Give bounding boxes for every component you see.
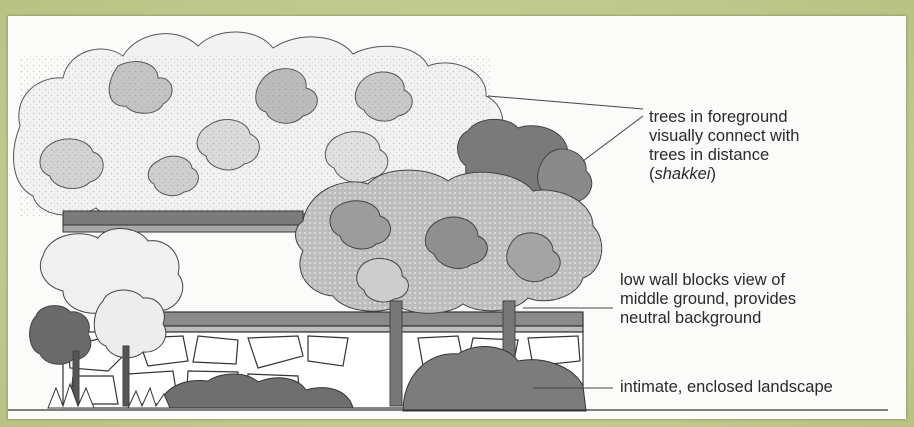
shakkei-line-1: trees in foreground	[649, 108, 799, 127]
landscape-annotation: intimate, enclosed landscape	[620, 378, 833, 397]
wall-line-1: low wall blocks view of	[620, 271, 796, 290]
wall-line-3: neutral background	[620, 309, 796, 328]
upper-wall-coping	[63, 211, 303, 232]
illustration-panel: trees in foreground visually connect wit…	[8, 16, 906, 419]
shakkei-line-3: trees in distance	[649, 146, 799, 165]
landscape-line-1: intimate, enclosed landscape	[620, 378, 833, 397]
wall-annotation: low wall blocks view of middle ground, p…	[620, 271, 796, 328]
shakkei-line-2: visually connect with	[649, 127, 799, 146]
shakkei-line-4: (shakkei)	[649, 165, 799, 184]
shakkei-annotation: trees in foreground visually connect wit…	[649, 108, 799, 184]
leader-shakkei-upper	[488, 96, 643, 109]
wall-line-2: middle ground, provides	[620, 290, 796, 309]
garden-section-drawing	[8, 16, 906, 419]
leader-shakkei-lower	[583, 116, 643, 161]
